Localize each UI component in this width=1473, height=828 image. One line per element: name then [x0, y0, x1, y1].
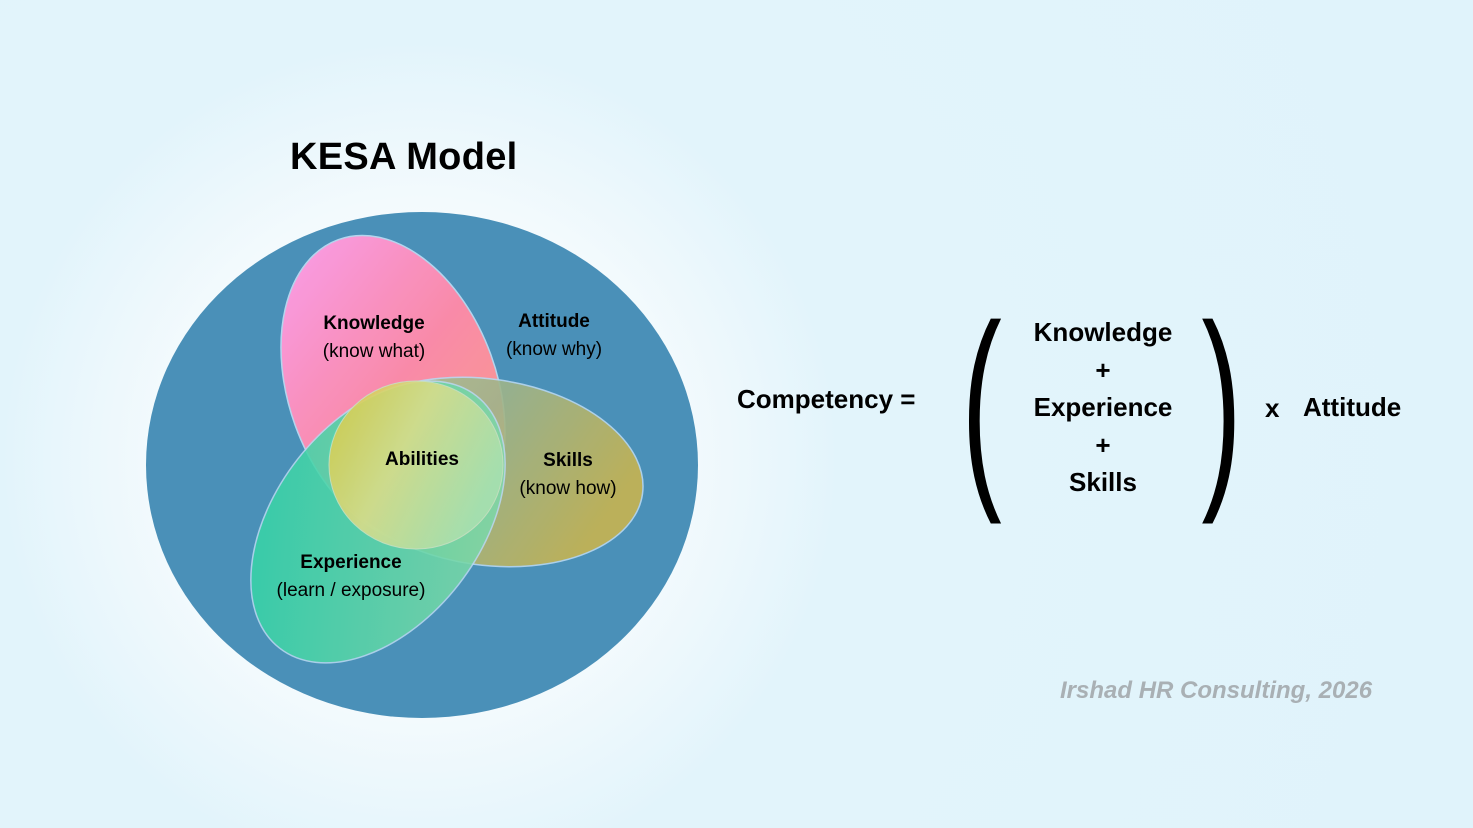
experience-title: Experience	[300, 552, 402, 573]
abilities-title: Abilities	[385, 449, 459, 470]
skills-title: Skills	[543, 450, 593, 471]
knowledge-title: Knowledge	[323, 313, 425, 334]
formula-lhs: Competency =	[737, 384, 916, 414]
plus-sign: +	[1095, 429, 1111, 460]
skills-label: Skills (know how)	[519, 447, 616, 503]
close-parenthesis: )	[1201, 279, 1242, 525]
formula-terms: Knowledge + Experience + Skills	[1034, 314, 1173, 502]
credit-text: Irshad HR Consulting, 2026	[1060, 677, 1373, 704]
term-experience: Experience	[1033, 392, 1173, 422]
skills-subtitle: (know how)	[519, 478, 617, 499]
attitude-label: Attitude (know why)	[506, 308, 602, 364]
formula-multiplier: Attitude	[1303, 392, 1402, 422]
knowledge-label: Knowledge (know what)	[323, 310, 425, 366]
abilities-ellipse	[328, 380, 504, 550]
experience-subtitle: (learn / exposure)	[276, 580, 426, 601]
attitude-title: Attitude	[518, 311, 590, 332]
abilities-label: Abilities	[385, 446, 459, 474]
diagram-title: KESA Model	[290, 136, 518, 178]
attitude-subtitle: (know why)	[505, 339, 603, 360]
experience-label: Experience (learn / exposure)	[277, 549, 426, 605]
plus-sign: +	[1095, 354, 1111, 385]
open-parenthesis: (	[961, 279, 1002, 525]
times-sign: x	[1265, 393, 1280, 423]
term-skills: Skills	[1069, 467, 1137, 497]
knowledge-subtitle: (know what)	[322, 341, 426, 362]
term-knowledge: Knowledge	[1033, 317, 1173, 347]
